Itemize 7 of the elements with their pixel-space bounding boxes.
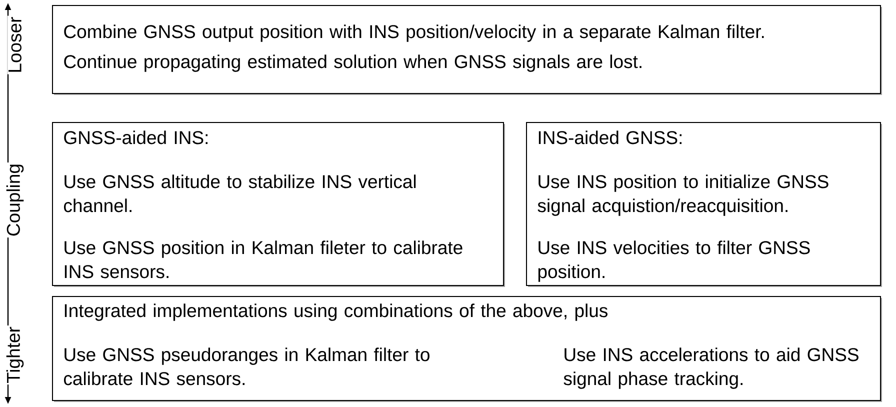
text-box: GNSS-aided INS: Use GNSS altitude to stabilize INS vertical channel. Use GNSS position in Kalman fileter to calibrate INS sensors. xyxy=(52,122,505,287)
text-box: INS-aided GNSS: Use INS position to initialize GNSS signal acquistion/reacquisition. Use INS velocities to filter GNSS position. xyxy=(526,122,882,287)
axis-label: Coupling xyxy=(5,162,25,238)
text-box: Integrated implementations using combinations of the above, plus Use GNSS pseudoranges in Kalman filter to calibrate INS sensors. Use INS accelerations to aid GNSS signal phase tracking. xyxy=(52,296,882,402)
text-box: Combine GNSS output position with INS position/velocity in a separate Kalman filter. Continue propagating estimated solution when GNSS signals are lost. xyxy=(52,5,882,95)
axis-label: Tighter xyxy=(5,326,25,384)
axis-label: Looser xyxy=(8,16,22,74)
